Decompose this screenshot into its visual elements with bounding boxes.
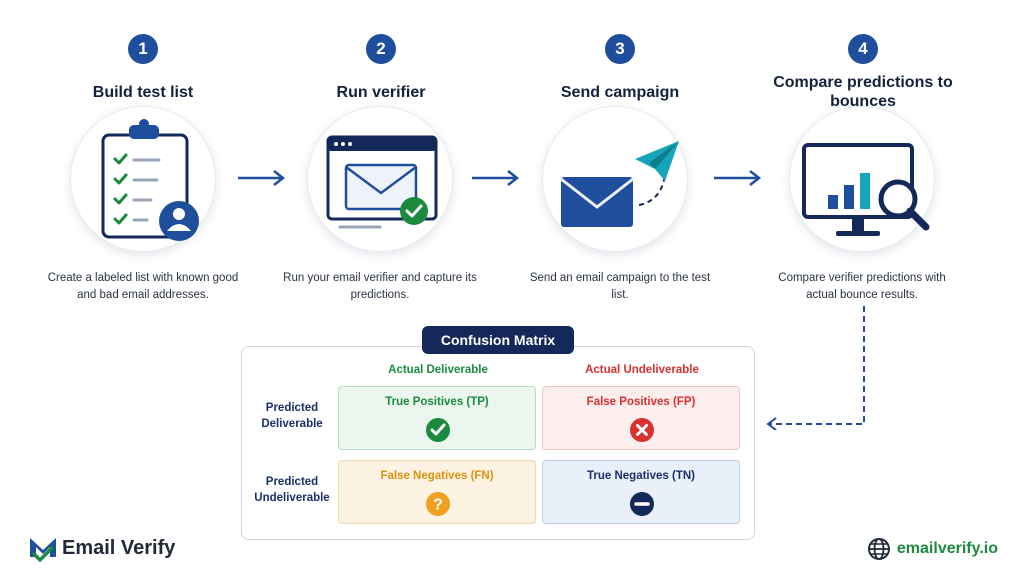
brand-name: Email Verify [62, 536, 176, 559]
check-circle-icon [426, 418, 450, 442]
step-number: 2 [366, 34, 396, 64]
cell-label: False Positives (FP) [586, 396, 696, 408]
step-icon-circle [70, 106, 216, 252]
step-3: 3 Send campaign [515, 34, 725, 112]
monitor-chart-magnifier-icon [802, 143, 930, 236]
svg-text:?: ? [433, 497, 443, 514]
step-icon-circle [542, 106, 688, 252]
matrix-title: Confusion Matrix [422, 326, 574, 354]
column-header-actual-undeliverable: Actual Undeliverable [585, 364, 699, 376]
email-verify-logo-icon [30, 538, 56, 562]
step-icon-circle [789, 106, 935, 252]
step-number: 4 [848, 34, 878, 64]
cell-true-positives: True Positives (TP) [338, 386, 536, 450]
minus-circle-icon [630, 492, 654, 516]
dashed-connector-arrow [766, 306, 865, 430]
step-title: Build test list [92, 83, 194, 101]
step-4: 4 Compare predictions to bounces [758, 34, 968, 112]
x-circle-icon [630, 418, 654, 442]
step-2: 2 Run verifier [276, 34, 486, 112]
browser-email-verified-icon [326, 135, 438, 229]
step-icon-circle [307, 106, 453, 252]
cell-false-negatives: False Negatives (FN) ? [338, 460, 536, 524]
website-url: emailverify.io [896, 540, 998, 557]
step-title: Compare predictions to bounces [773, 74, 953, 110]
cell-true-negatives: True Negatives (TN) [542, 460, 740, 524]
brand-logo-left: Email Verify [28, 533, 175, 563]
brand-website: emailverify.io [867, 537, 998, 561]
step-1: 1 Build test list [38, 34, 248, 112]
arrow-right-icon [714, 170, 762, 186]
cell-label: True Positives (TP) [385, 396, 489, 408]
question-circle-icon: ? [426, 492, 450, 516]
step-description: Send an email campaign to the test list. [529, 272, 711, 301]
row-header-predicted-deliverable: Predicted Deliverable [261, 402, 323, 430]
arrow-right-icon [472, 170, 520, 186]
step-description: Run your email verifier and capture its … [283, 272, 477, 301]
row-header-predicted-undeliverable: Predicted Undeliverable [254, 476, 330, 504]
cell-label: False Negatives (FN) [380, 470, 494, 482]
arrow-right-icon [238, 170, 286, 186]
cell-false-positives: False Positives (FP) [542, 386, 740, 450]
envelope-paper-plane-icon [560, 141, 679, 227]
step-description: Compare verifier predictions with actual… [778, 272, 946, 301]
step-description: Create a labeled list with known good an… [47, 272, 239, 301]
globe-icon [867, 538, 890, 560]
step-number: 1 [128, 34, 158, 64]
clipboard-checklist-icon [101, 119, 199, 241]
step-number: 3 [605, 34, 635, 64]
step-title: Run verifier [336, 83, 426, 101]
cell-label: True Negatives (TN) [587, 470, 695, 482]
column-header-actual-deliverable: Actual Deliverable [388, 364, 488, 376]
step-title: Send campaign [560, 83, 680, 101]
